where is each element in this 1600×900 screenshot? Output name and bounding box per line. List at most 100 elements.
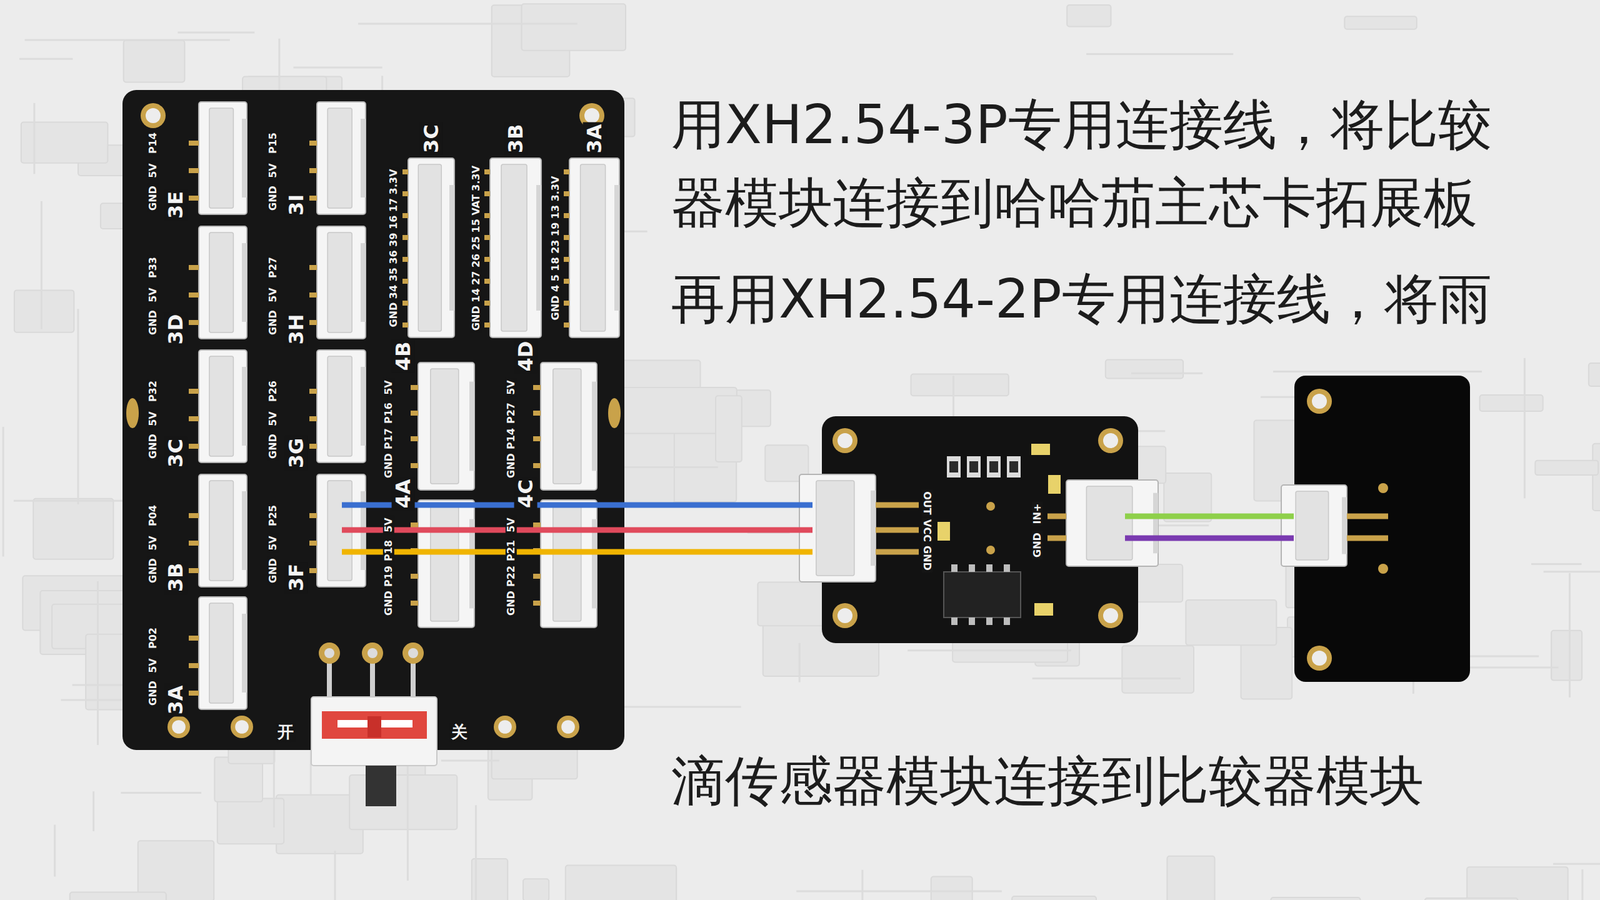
background-chip [1166, 856, 1215, 900]
connector-slot [430, 506, 459, 622]
background-chip [1466, 866, 1568, 900]
port-name: 4D [514, 339, 538, 374]
connector-slot [553, 368, 582, 484]
pin-label: 5V [147, 161, 159, 180]
header-pin [484, 256, 490, 262]
connector-slot [327, 356, 352, 457]
background-chip [715, 395, 742, 462]
connector-latch [241, 613, 247, 693]
pin-label: GND [147, 431, 159, 461]
connector-latch [1153, 493, 1159, 554]
background-chip [1185, 600, 1277, 645]
background-chip [123, 40, 185, 83]
connector-housing [198, 226, 247, 339]
connector-housing [198, 101, 247, 215]
background-trace [907, 649, 1072, 652]
pin-label: 5V [505, 515, 517, 535]
background-chip [70, 892, 167, 900]
mounting-hole-center [145, 108, 161, 124]
connector-slot [1295, 491, 1329, 560]
background-chip [1551, 630, 1582, 681]
pin-label: P16 [383, 400, 395, 426]
mounting-hole-center [1103, 433, 1119, 449]
background-trace [76, 308, 79, 505]
mounting-hole-center [561, 720, 575, 734]
switch-pad [318, 642, 340, 664]
header-pin [563, 278, 570, 284]
header-pin [309, 513, 317, 519]
header-pin [309, 320, 317, 325]
pin-label: GND [505, 451, 517, 480]
port-name: 3E [164, 189, 188, 221]
header-pin [188, 540, 199, 546]
connector-slot [209, 356, 234, 457]
power-wire [341, 527, 813, 534]
chip-leg [951, 617, 958, 625]
connector-latch [360, 118, 366, 198]
background-chip [1535, 460, 1599, 475]
port-name: 3B [504, 122, 528, 156]
smd-cap [1048, 475, 1061, 494]
connector-latch [469, 381, 475, 472]
pin-label: P02 [147, 625, 159, 651]
background-chip [521, 3, 627, 50]
header-pin [188, 568, 199, 574]
background-chip [931, 876, 973, 900]
smd-resistor-body [989, 461, 999, 473]
header-pin [309, 443, 317, 449]
chip-leg [1003, 564, 1010, 572]
chip-leg [951, 564, 958, 572]
switch-label: 开 [275, 723, 296, 742]
header-pin [484, 191, 490, 197]
header-pin [563, 169, 570, 175]
smd-resistor [946, 456, 961, 478]
header-pin [309, 265, 317, 270]
switch-slider [321, 711, 427, 739]
background-chip [1011, 896, 1097, 900]
header-pin [188, 663, 199, 669]
mounting-hole [230, 715, 254, 739]
pin-label: GND 34 35 36 39 16 17 3.3V [388, 166, 400, 329]
connector-slot [580, 164, 606, 332]
pin-label: P17 [383, 426, 395, 452]
sensor-wire [1125, 535, 1294, 542]
pin-label: 5V [267, 161, 279, 180]
header-pin [309, 416, 317, 422]
header-pin [533, 436, 541, 442]
background-trace [53, 825, 56, 877]
header-pin [309, 168, 317, 174]
background-trace [40, 201, 43, 330]
background-trace [1086, 53, 1234, 55]
connector-housing [418, 500, 475, 628]
switch-label: 关 [449, 723, 470, 742]
background-trace [1568, 573, 1571, 698]
pin-label: P26 [267, 378, 279, 404]
header-pin [410, 385, 419, 390]
mounting-hole-center [498, 720, 512, 734]
connector-housing [1066, 480, 1159, 567]
smd-resistor [986, 456, 1001, 478]
instruction-text: 用XH2.54-3P专用连接线，将比较器模块连接到哈哈茄主芯卡拓展板 [671, 85, 1522, 242]
background-trace [1543, 570, 1600, 573]
pin-label: GND [383, 451, 395, 480]
mounting-hole [167, 715, 190, 739]
header-pin [402, 213, 409, 219]
connector-latch [241, 366, 247, 446]
header-pin [533, 573, 541, 579]
mounting-hole [1306, 388, 1332, 414]
background-chip [1425, 898, 1519, 900]
connector-latch [449, 185, 455, 311]
background-trace [1581, 869, 1584, 900]
header-pin [563, 256, 570, 262]
module-pin-label: VCC [921, 517, 933, 544]
header-pin [309, 568, 317, 574]
pin-label: P18 [383, 538, 395, 564]
connector-housing [198, 474, 247, 587]
rain-sensor-board [1294, 375, 1470, 682]
background-chip [952, 641, 1068, 663]
header-pin [402, 278, 409, 284]
pin-label: GND 14 27 26 25 15 VAT 3.3V [470, 163, 482, 333]
pin-label: P19 [383, 563, 395, 589]
pin-label: GND 4 5 18 23 19 13 3.3V [550, 174, 562, 323]
